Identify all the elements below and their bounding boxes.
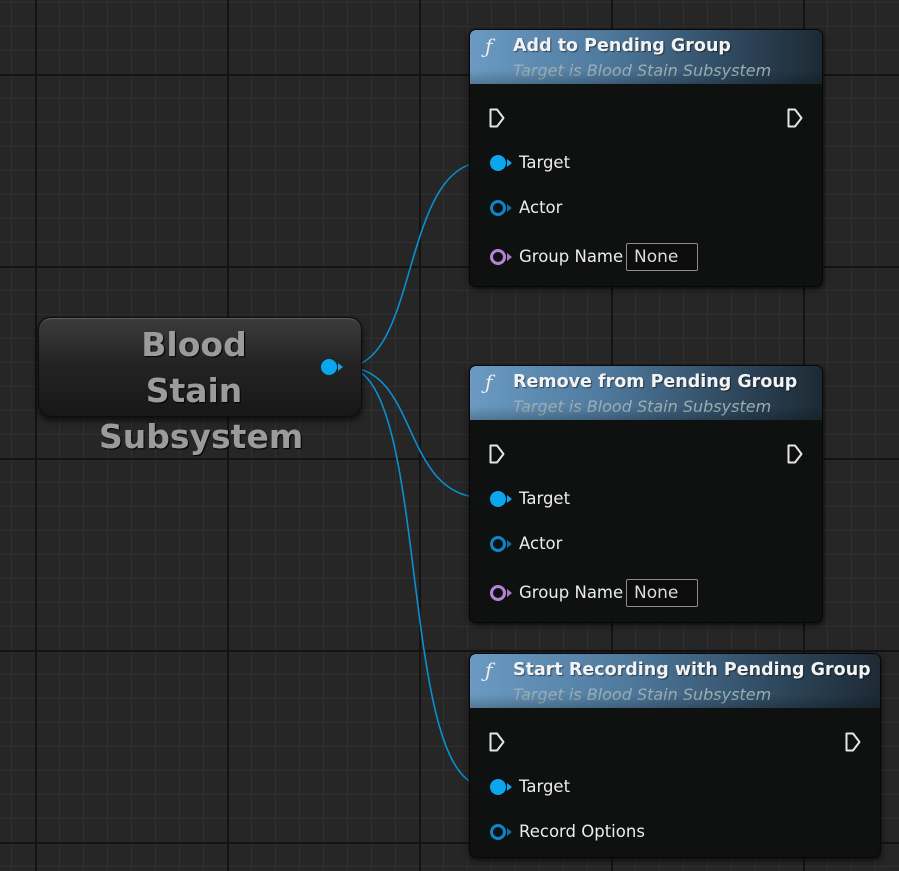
node-header: ƒ Start Recording with Pending Group Tar… xyxy=(470,654,880,708)
object-pin-icon[interactable] xyxy=(490,155,506,171)
pin-arrow-icon xyxy=(507,204,512,212)
subsystem-output-pin[interactable] xyxy=(321,359,337,375)
blood-stain-subsystem-node[interactable]: Blood Stain Subsystem xyxy=(38,317,362,456)
pin-arrow-icon xyxy=(507,540,512,548)
node-header: ƒ Add to Pending Group Target is Blood S… xyxy=(470,30,822,84)
object-pin-icon[interactable] xyxy=(490,491,506,507)
node-subtitle: Target is Blood Stain Subsystem xyxy=(513,685,772,704)
start-recording-with-pending-group-node[interactable]: ƒ Start Recording with Pending Group Tar… xyxy=(469,653,881,858)
target-pin-label: Target xyxy=(519,489,571,508)
node-header: ƒ Remove from Pending Group Target is Bl… xyxy=(470,366,822,420)
pin-arrow-icon xyxy=(507,589,512,597)
actor-pin-label: Actor xyxy=(519,534,563,553)
object-pin-icon[interactable] xyxy=(490,200,506,216)
pin-arrow-icon xyxy=(507,159,512,167)
group-name-input[interactable]: None xyxy=(626,579,698,607)
node-title: Start Recording with Pending Group xyxy=(513,660,871,680)
struct-pin-icon[interactable] xyxy=(490,824,506,840)
object-pin-icon[interactable] xyxy=(490,779,506,795)
exec-out-pin-icon[interactable] xyxy=(787,444,803,464)
wire-to-start-recording-with-pending-group xyxy=(344,366,486,787)
remove-from-pending-group-node[interactable]: ƒ Remove from Pending Group Target is Bl… xyxy=(469,365,823,623)
wire-to-remove-from-pending-group xyxy=(344,366,486,499)
add-to-pending-group-node[interactable]: ƒ Add to Pending Group Target is Blood S… xyxy=(469,29,823,287)
group-name-input[interactable]: None xyxy=(626,243,698,271)
subsystem-output-pin-arrow-icon xyxy=(338,363,343,371)
pin-arrow-icon xyxy=(507,783,512,791)
exec-in-pin-icon[interactable] xyxy=(489,444,505,464)
node-title: Add to Pending Group xyxy=(513,36,731,56)
exec-in-pin-icon[interactable] xyxy=(489,732,505,752)
node-subtitle: Target is Blood Stain Subsystem xyxy=(513,61,772,80)
group-name-pin-label: Group Name xyxy=(519,583,624,602)
exec-out-pin-icon[interactable] xyxy=(845,732,861,752)
function-f-icon: ƒ xyxy=(485,370,493,394)
group-name-pin-label: Group Name xyxy=(519,247,624,266)
node-title: Remove from Pending Group xyxy=(513,372,798,392)
record-options-pin-label: Record Options xyxy=(519,822,645,841)
object-pin-icon[interactable] xyxy=(490,536,506,552)
target-pin-label: Target xyxy=(519,777,571,796)
wire-to-add-to-pending-group xyxy=(344,161,486,368)
node-subtitle: Target is Blood Stain Subsystem xyxy=(513,397,772,416)
name-pin-icon[interactable] xyxy=(490,585,506,601)
pin-arrow-icon xyxy=(507,495,512,503)
function-f-icon: ƒ xyxy=(485,658,493,682)
subsystem-node-title: Blood Stain Subsystem xyxy=(99,325,304,456)
function-f-icon: ƒ xyxy=(485,34,493,58)
target-pin-label: Target xyxy=(519,153,571,172)
exec-in-pin-icon[interactable] xyxy=(489,108,505,128)
exec-out-pin-icon[interactable] xyxy=(787,108,803,128)
name-pin-icon[interactable] xyxy=(490,249,506,265)
pin-arrow-icon xyxy=(507,253,512,261)
pin-arrow-icon xyxy=(507,828,512,836)
actor-pin-label: Actor xyxy=(519,198,563,217)
